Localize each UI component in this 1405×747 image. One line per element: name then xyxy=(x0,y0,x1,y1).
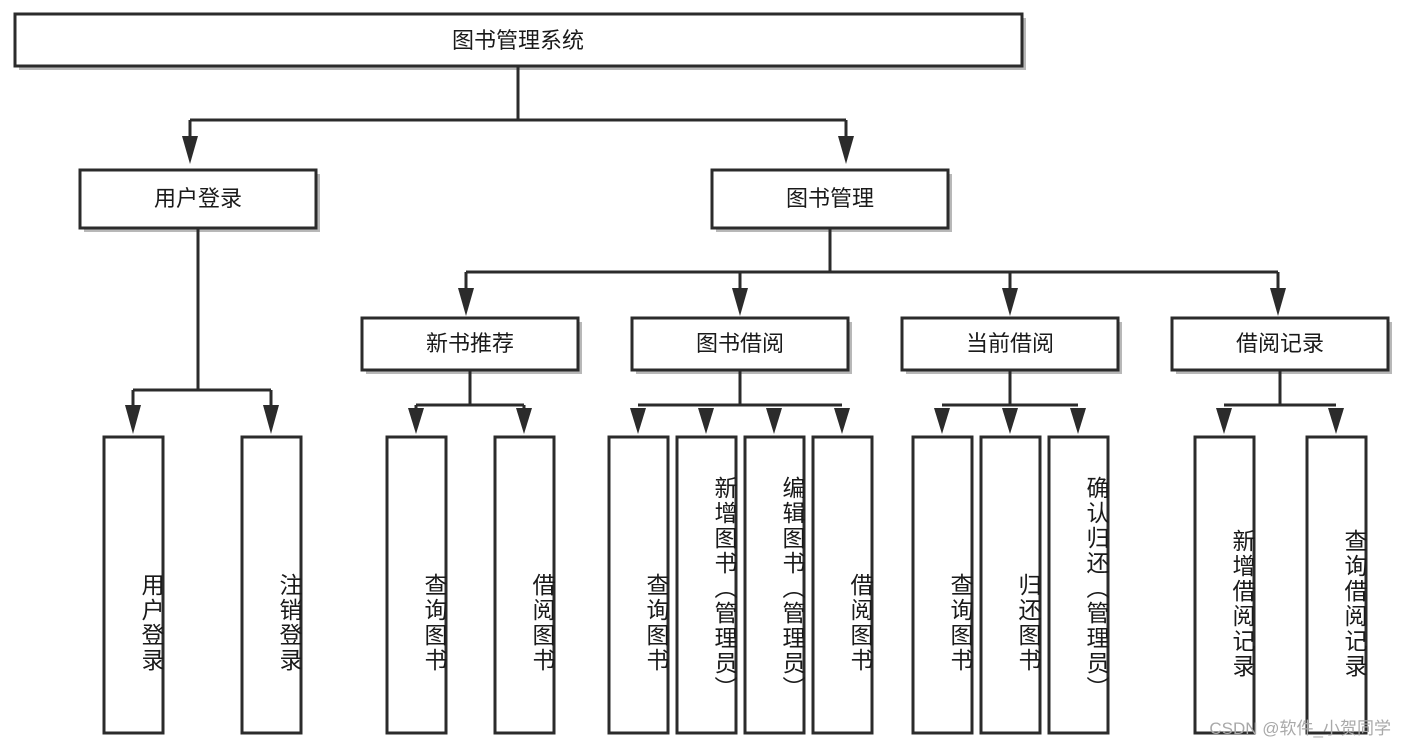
root-label: 图书管理系统 xyxy=(452,28,584,53)
arrow-to-leaf-edit-book xyxy=(766,408,782,434)
arrow-to-leaf-user-logout xyxy=(263,405,279,434)
book-manage-label: 图书管理 xyxy=(786,186,874,211)
borrow-record-label: 借阅记录 xyxy=(1236,331,1324,356)
connector-new-book-recommend-to-leaves xyxy=(408,370,532,434)
leaf-boxes xyxy=(102,435,1368,735)
node-borrow-record[interactable]: 借阅记录 xyxy=(1170,316,1392,374)
node-book-manage[interactable]: 图书管理 xyxy=(710,168,952,232)
new-book-recommend-rect xyxy=(360,316,580,372)
arrow-to-leaf-query-book-2 xyxy=(630,408,646,434)
arrow-to-book-borrow xyxy=(732,288,748,316)
user-login-rect xyxy=(78,168,318,230)
arrow-to-leaf-return-book xyxy=(1002,408,1018,434)
user-login-label: 用户登录 xyxy=(154,186,242,211)
borrow-record-rect xyxy=(1170,316,1390,372)
node-current-borrow[interactable]: 当前借阅 xyxy=(900,316,1122,374)
arrow-to-book-manage xyxy=(838,136,854,164)
leaf-return-book-rect[interactable] xyxy=(979,435,1042,735)
arrow-to-user-login xyxy=(182,136,198,164)
leaf-borrow-book-1-rect[interactable] xyxy=(493,435,556,735)
arrow-to-leaf-add-book xyxy=(698,408,714,434)
arrow-to-leaf-confirm-return xyxy=(1070,408,1086,434)
arrow-to-leaf-add-record xyxy=(1216,408,1232,434)
arrow-to-leaf-borrow-book-1 xyxy=(516,408,532,434)
connector-current-borrow-to-leaves xyxy=(934,370,1086,434)
current-borrow-rect xyxy=(900,316,1120,372)
arrow-to-leaf-user-login xyxy=(125,405,141,434)
node-user-login[interactable]: 用户登录 xyxy=(78,168,320,232)
connector-book-borrow-to-leaves xyxy=(630,370,850,434)
leaf-user-login-rect[interactable] xyxy=(102,435,165,735)
node-book-borrow[interactable]: 图书借阅 xyxy=(630,316,852,374)
connector-user-login-to-leaves xyxy=(125,228,279,434)
arrow-to-leaf-query-book-3 xyxy=(934,408,950,434)
arrow-to-leaf-query-record xyxy=(1328,408,1344,434)
leaf-query-book-2-rect[interactable] xyxy=(607,435,670,735)
arrow-to-current-borrow xyxy=(1002,288,1018,316)
watermark-text: CSDN @软件_小贺同学 xyxy=(1209,719,1391,738)
leaf-confirm-return-rect[interactable] xyxy=(1047,435,1110,735)
leaf-edit-book-rect[interactable] xyxy=(743,435,806,735)
leaf-add-record-rect[interactable] xyxy=(1193,435,1256,735)
arrow-to-leaf-query-book-1 xyxy=(408,408,424,434)
arrow-to-borrow-record xyxy=(1270,288,1286,316)
leaf-add-book-rect[interactable] xyxy=(675,435,738,735)
connector-root-to-level1 xyxy=(182,66,854,164)
root-rect xyxy=(13,12,1024,68)
leaf-borrow-book-2-rect[interactable] xyxy=(811,435,874,735)
new-book-recommend-label: 新书推荐 xyxy=(426,331,514,356)
node-root[interactable]: 图书管理系统 xyxy=(13,12,1026,70)
arrow-to-leaf-borrow-book-2 xyxy=(834,408,850,434)
leaf-query-book-3-rect[interactable] xyxy=(911,435,974,735)
leaf-query-book-1-rect[interactable] xyxy=(385,435,448,735)
leaf-query-record-rect[interactable] xyxy=(1305,435,1368,735)
node-new-book-recommend[interactable]: 新书推荐 xyxy=(360,316,582,374)
current-borrow-label: 当前借阅 xyxy=(966,331,1054,356)
leaf-user-logout-rect[interactable] xyxy=(240,435,303,735)
connector-book-manage-to-level2 xyxy=(458,228,1286,316)
arrow-to-new-book-recommend xyxy=(458,288,474,316)
book-borrow-label: 图书借阅 xyxy=(696,331,784,356)
connector-borrow-record-to-leaves xyxy=(1216,370,1344,434)
